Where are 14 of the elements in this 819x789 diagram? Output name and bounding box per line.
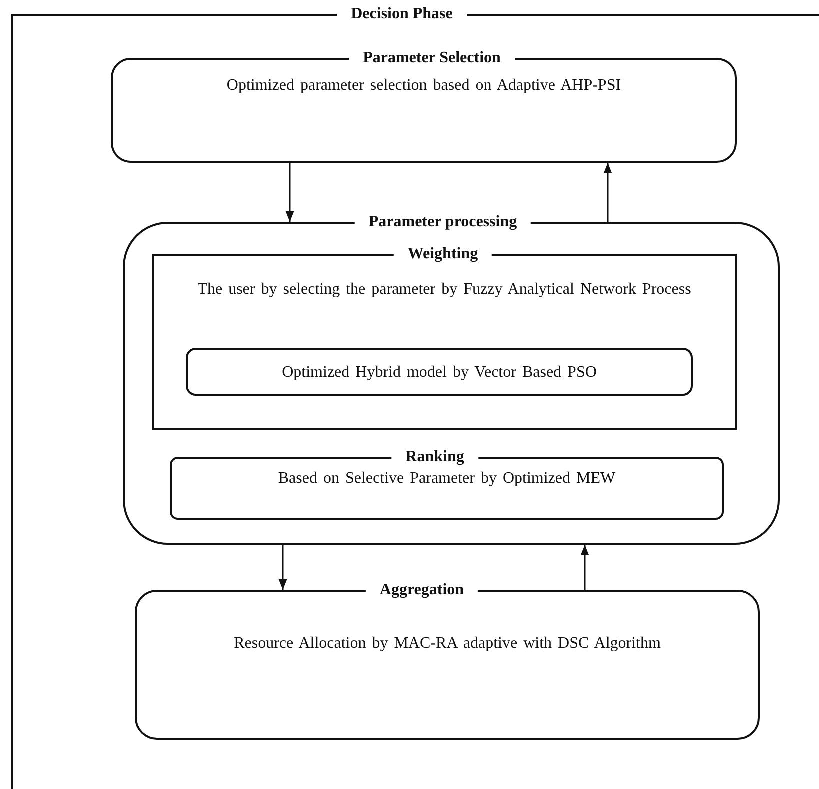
arrow xyxy=(580,545,590,590)
box-text: Based on Selective Parameter by Optimized MEW xyxy=(277,469,617,489)
box-text: Optimized parameter selection based on Adaptive AHP-PSI xyxy=(226,76,622,96)
box-text: Optimized Hybrid model by Vector Based PSO xyxy=(281,363,598,383)
box-heading: Weighting xyxy=(394,245,492,263)
rounded-box xyxy=(186,348,693,396)
arrow xyxy=(286,163,294,222)
arrow xyxy=(604,163,612,222)
box-heading: Parameter processing xyxy=(354,213,532,231)
box-heading: Ranking xyxy=(392,448,478,466)
arrow xyxy=(278,545,288,590)
box-heading: Aggregation xyxy=(366,581,478,599)
box-text: The user by selecting the parameter by Fuzzy Analytical Network Process xyxy=(196,280,692,300)
box-text: Resource Allocation by MAC-RA adaptive with DSC Algorithm xyxy=(233,634,662,654)
